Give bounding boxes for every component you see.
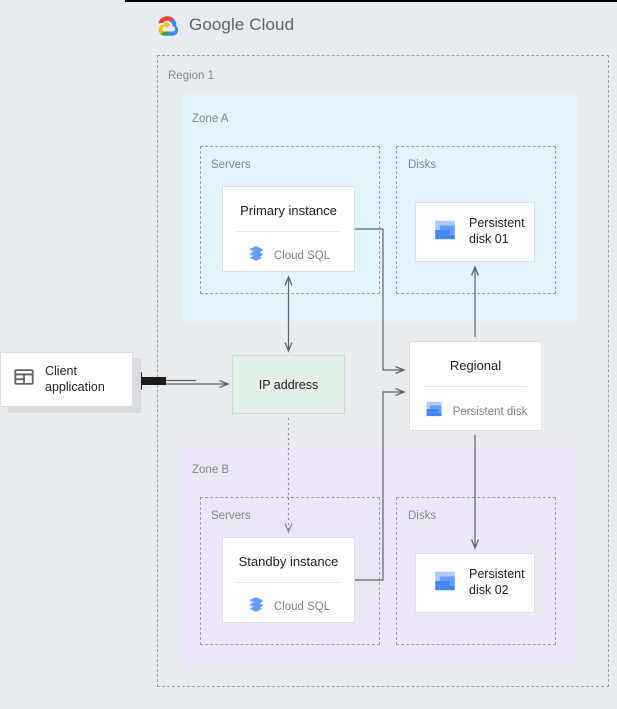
persistent-disk-01-line1: Persistent <box>469 216 525 231</box>
cloud-sql-icon <box>247 595 265 618</box>
zone-a-disks-group <box>396 146 556 294</box>
primary-instance-title: Primary instance <box>240 203 337 218</box>
persistent-disk-02-line2: disk 02 <box>469 583 509 597</box>
logo-wordmark: Google Cloud <box>189 15 294 35</box>
card-divider <box>237 231 340 232</box>
ip-address-label: IP address <box>258 377 319 392</box>
client-application-line2: application <box>45 379 105 394</box>
persistent-disk-01-line2: disk 01 <box>469 232 509 246</box>
card-divider <box>237 582 340 583</box>
standby-instance-product: Cloud SQL <box>223 583 354 618</box>
regional-disk-card[interactable]: Regional Persistent disk <box>409 341 542 431</box>
google-cloud-logo-icon <box>155 12 181 38</box>
primary-instance-product-label: Cloud SQL <box>273 249 331 262</box>
persistent-disk-icon <box>424 399 444 424</box>
top-rule-divider <box>125 0 617 2</box>
zone-b-servers-label: Servers <box>211 510 251 522</box>
zone-a-servers-label: Servers <box>211 159 251 171</box>
zone-b-label: Zone B <box>192 464 230 476</box>
logo-word-google: Google <box>189 15 245 34</box>
regional-disk-product: Persistent disk <box>410 387 541 424</box>
persistent-disk-icon <box>432 217 458 248</box>
primary-instance-product: Cloud SQL <box>223 232 354 267</box>
zone-b-disks-label: Disks <box>408 510 437 522</box>
ip-address-node[interactable]: IP address <box>232 355 345 414</box>
regional-disk-title: Regional <box>449 358 502 373</box>
standby-instance-card[interactable]: Standby instance Cloud SQL <box>222 537 355 623</box>
primary-instance-card[interactable]: Primary instance Cloud SQL <box>222 186 355 272</box>
browser-window-icon <box>13 366 35 393</box>
client-application-line1: Client <box>45 363 77 378</box>
persistent-disk-02-line1: Persistent <box>469 567 525 582</box>
region-boundary <box>157 55 609 687</box>
standby-instance-title: Standby instance <box>238 554 339 569</box>
persistent-disk-icon <box>432 568 458 599</box>
regional-disk-product-label: Persistent disk <box>452 405 528 418</box>
region-label: Region 1 <box>168 70 215 82</box>
zone-a-disks-label: Disks <box>408 159 437 171</box>
logo-word-cloud: Cloud <box>249 15 295 34</box>
cloud-sql-icon <box>247 244 265 267</box>
zone-a-label: Zone A <box>192 113 229 125</box>
card-divider <box>424 386 527 387</box>
google-cloud-logo: Google Cloud <box>155 12 294 38</box>
standby-instance-product-label: Cloud SQL <box>273 600 331 613</box>
